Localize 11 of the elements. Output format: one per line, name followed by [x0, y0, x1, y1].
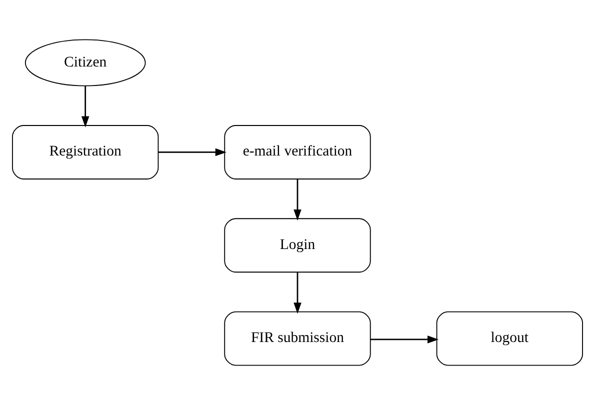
arrow	[81, 86, 90, 128]
node-box: Login	[224, 218, 371, 273]
arrow	[294, 272, 302, 314]
node-box: Registration	[12, 125, 159, 180]
node-box: e-mail verification	[224, 125, 371, 180]
arrow	[370, 336, 439, 344]
node-box: logout	[436, 311, 583, 366]
arrow	[158, 148, 226, 156]
node-ellipse: Citizen	[24, 39, 146, 86]
arrow	[294, 179, 302, 221]
node-box: FIR submission	[224, 311, 371, 366]
